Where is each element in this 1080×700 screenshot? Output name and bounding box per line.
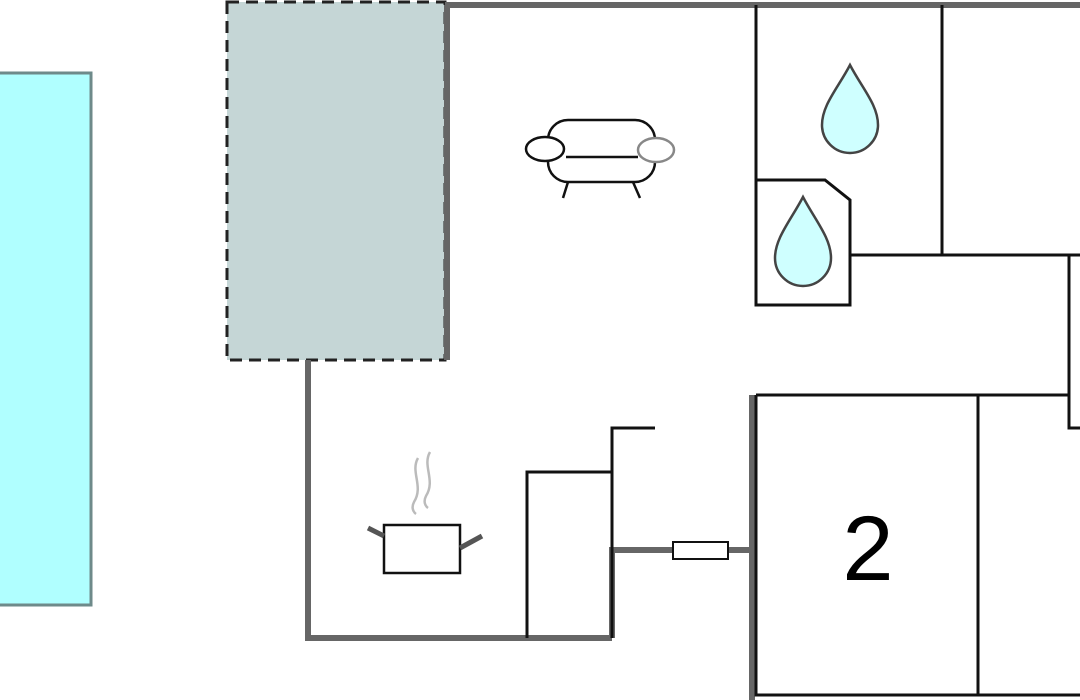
terrace <box>225 0 447 362</box>
bathroom-walls <box>754 5 1080 307</box>
cooking-pot-icon <box>366 451 484 575</box>
door-element <box>672 541 729 560</box>
room-number-label: 2 <box>842 498 893 600</box>
corridor-walls <box>756 255 1080 430</box>
water-drop-icon <box>773 194 833 288</box>
swimming-pool <box>0 71 93 607</box>
sofa-icon <box>524 118 676 199</box>
kitchen-counter <box>525 426 655 638</box>
bedroom-2 <box>754 395 1080 697</box>
outer-walls <box>305 2 1080 700</box>
water-drop-icon <box>820 62 880 155</box>
